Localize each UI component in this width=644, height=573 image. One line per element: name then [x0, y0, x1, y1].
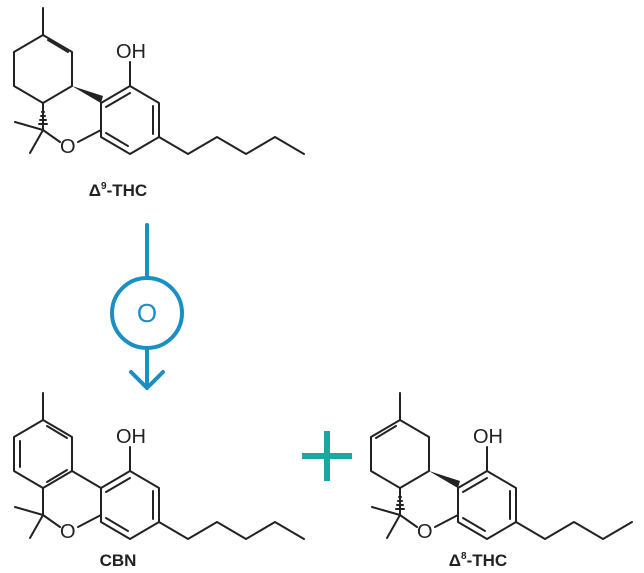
arrow-head-icon [129, 370, 165, 390]
pyran-oxygen-label: O [60, 136, 76, 158]
cbn-hydroxyl-label: OH [116, 426, 146, 448]
plus-icon [302, 431, 352, 481]
cbn-pyran-oxygen-label: O [60, 521, 76, 543]
delta9-thc-structure [13, 7, 305, 155]
d8-pyran-oxygen-label: O [417, 521, 433, 543]
oxidation-reagent-label: O [137, 298, 157, 328]
product-1-name: CBN [100, 551, 137, 570]
cbn-structure [13, 392, 305, 540]
d8-hydroxyl-label: OH [473, 426, 503, 448]
stereo-wedge-bond-2 [429, 471, 460, 488]
reactant-name: Δ9-THC [89, 181, 147, 200]
hydroxyl-label: OH [116, 41, 146, 63]
oxidation-arrow [110, 223, 184, 390]
delta8-thc-structure [370, 392, 633, 540]
product-2-name: Δ8-THC [449, 551, 507, 570]
